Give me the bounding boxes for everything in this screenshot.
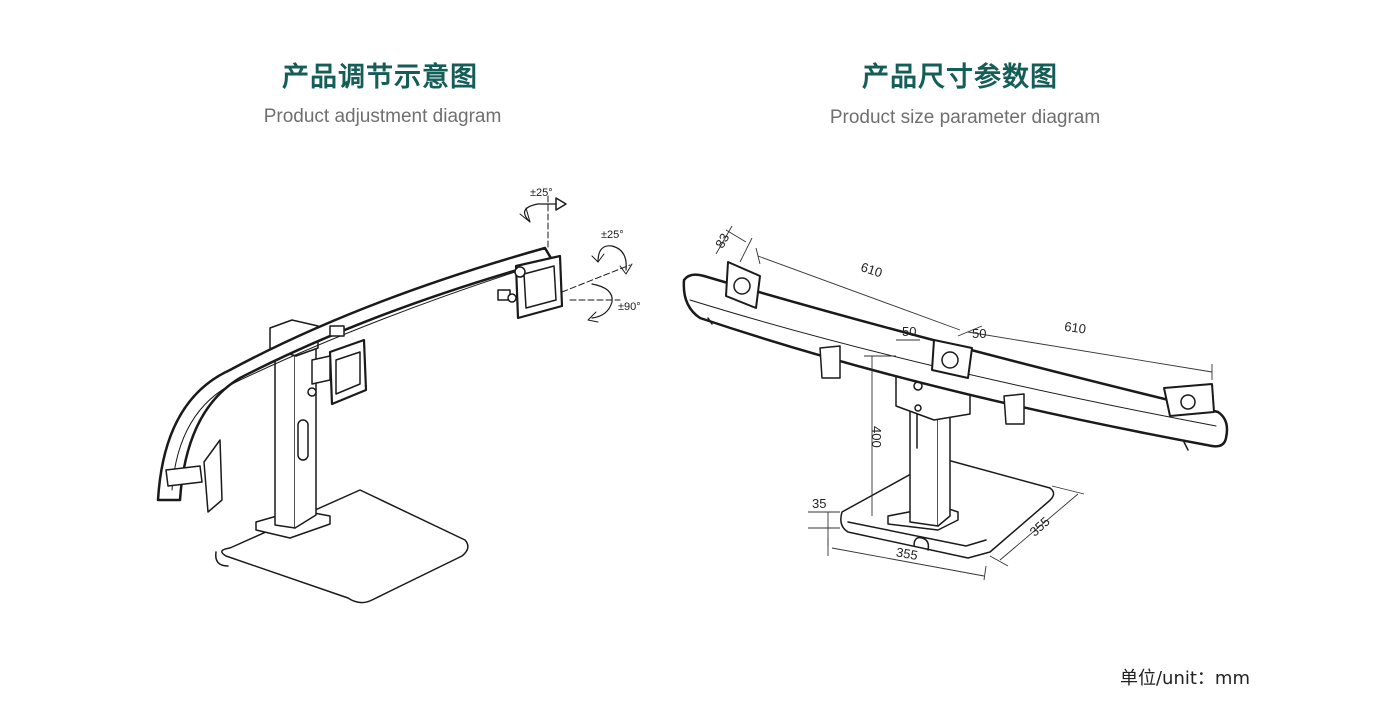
size-pole bbox=[909, 359, 939, 527]
unit-note-label: 单位/unit bbox=[1119, 668, 1197, 689]
dim-clamp-right-label: 50 bbox=[972, 326, 986, 341]
rotate-arrow bbox=[591, 283, 613, 319]
dim-vesa-label: 83 bbox=[712, 231, 732, 251]
size-mid-vesa bbox=[931, 339, 973, 379]
dim-height-label: 400 bbox=[869, 426, 884, 448]
dim-arm-left-label: 610 bbox=[859, 259, 884, 280]
size-base-plate bbox=[840, 457, 1055, 559]
size-left-vesa bbox=[725, 261, 761, 309]
right-vesa-plate bbox=[514, 254, 564, 320]
size-right-vesa bbox=[1163, 383, 1215, 417]
adjustment-diagram: ±25° ±25° ±90° bbox=[156, 187, 641, 604]
unit-note: 单位/unit：mm bbox=[1050, 664, 1250, 690]
dim-base-thickness-label: 35 bbox=[812, 496, 826, 511]
size-curved-arm bbox=[682, 273, 1229, 448]
tilt-arrow bbox=[597, 245, 627, 271]
dim-clamp-left-label: 50 bbox=[902, 324, 916, 339]
tilt-angle-label: ±25° bbox=[601, 229, 624, 241]
unit-note-value: mm bbox=[1214, 668, 1250, 689]
dim-base-width-label: 355 bbox=[895, 544, 919, 563]
adjustment-diagram-title: 产品调节示意图 bbox=[282, 62, 478, 93]
adjustment-diagram-subtitle: Product adjustment diagram bbox=[263, 106, 502, 127]
size-diagram-title: 产品尺寸参数图 bbox=[862, 62, 1058, 93]
size-diagram-subtitle: Product size parameter diagram bbox=[829, 107, 1101, 128]
swivel-angle-label: ±25° bbox=[530, 187, 553, 199]
stand-base-plate bbox=[221, 489, 469, 604]
stand-pole bbox=[274, 331, 296, 529]
dim-base-depth-label: 355 bbox=[1027, 514, 1053, 540]
rotate-angle-label: ±90° bbox=[618, 301, 641, 313]
left-vesa-plate bbox=[203, 439, 223, 513]
unit-note-separator: ： bbox=[1196, 668, 1215, 689]
swivel-arrow bbox=[523, 203, 563, 223]
dim-arm-right-label: 610 bbox=[1063, 319, 1087, 337]
middle-vesa-plate bbox=[328, 338, 368, 406]
